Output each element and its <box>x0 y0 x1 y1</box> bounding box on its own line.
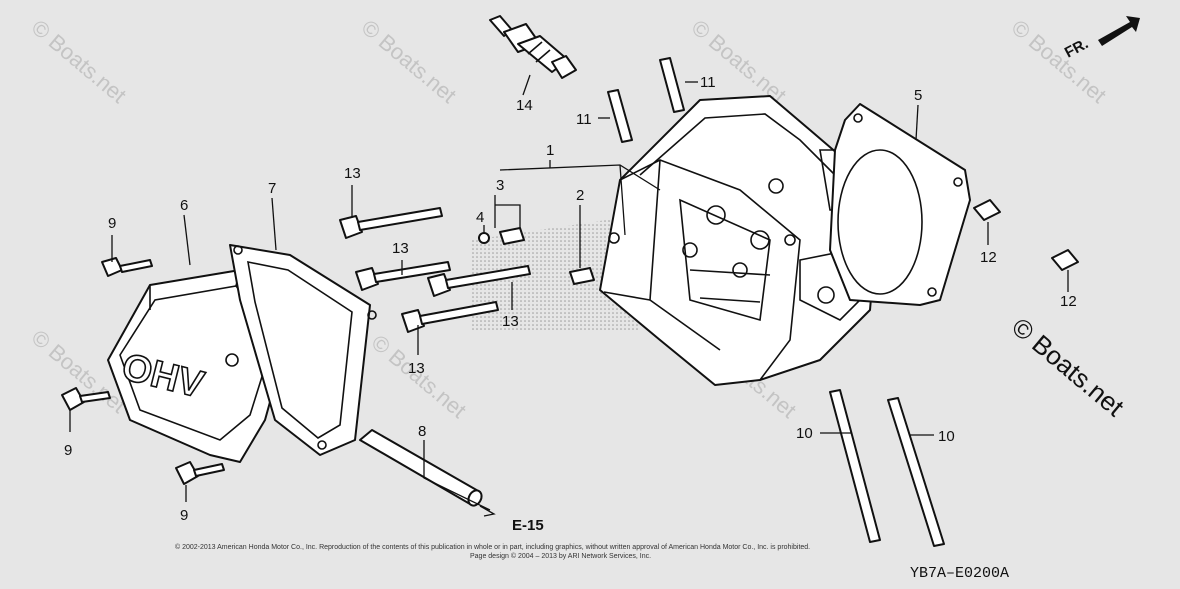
callout-13: 13 <box>502 313 519 330</box>
callout-8: 8 <box>418 423 426 440</box>
spark-plug <box>489 15 577 79</box>
callout-11: 11 <box>576 111 592 128</box>
callout-11: 11 <box>700 74 716 91</box>
callout-5: 5 <box>914 87 922 104</box>
shaded-area <box>472 215 640 330</box>
seal-ring <box>478 232 490 244</box>
callout-14: 14 <box>516 97 533 114</box>
diagram-code: YB7A–E0200A <box>910 565 1009 582</box>
stud-bolt-right <box>659 57 685 113</box>
copyright-line: © 2002-2013 American Honda Motor Co., In… <box>175 543 810 551</box>
page-reference-link[interactable]: E-15 <box>512 517 544 534</box>
callout-1: 1 <box>546 142 554 159</box>
page-design-credit: Page design © 2004 – 2013 by ARI Network… <box>470 552 651 560</box>
callout-13: 13 <box>392 240 409 257</box>
head-stud-left <box>829 389 881 543</box>
cover-bolt-upper <box>101 257 153 277</box>
callout-9: 9 <box>64 442 72 459</box>
big-watermark: © Boats.net <box>1006 312 1130 423</box>
callout-2: 2 <box>576 187 584 204</box>
callout-10: 10 <box>938 428 955 445</box>
watermark: © Boats.net <box>27 15 131 108</box>
callout-13: 13 <box>344 165 361 182</box>
watermark: © Boats.net <box>357 15 461 108</box>
head-bolt-2 <box>355 261 451 291</box>
callout-7: 7 <box>268 180 276 197</box>
dowel-pin-right <box>973 199 1001 221</box>
head-bolt-3 <box>427 265 531 297</box>
front-direction-arrow: FR. <box>1062 16 1140 62</box>
stud-bolt-left <box>607 89 633 143</box>
breather-tube <box>359 429 483 507</box>
callout-3: 3 <box>496 177 504 194</box>
head-bolt-1 <box>339 207 443 239</box>
watermark: © Boats.net <box>1007 15 1111 108</box>
cover-bolt-lower <box>175 461 225 485</box>
dowel-pin <box>569 267 595 285</box>
callout-12: 12 <box>1060 293 1077 310</box>
head-cover-gasket <box>229 244 377 456</box>
valve-guide <box>499 227 525 245</box>
watermark: © Boats.net <box>687 15 791 108</box>
dowel-pin-far-right <box>1051 249 1079 271</box>
callout-12: 12 <box>980 249 997 266</box>
callout-4: 4 <box>476 209 484 226</box>
callout-13: 13 <box>408 360 425 377</box>
cylinder-head-gasket <box>829 103 971 306</box>
leader-lines <box>69 74 1069 517</box>
callout-6: 6 <box>180 197 188 214</box>
cylinder-head-assembly <box>599 95 901 386</box>
callout-10: 10 <box>796 425 813 442</box>
callout-numbers: 14 1 3 4 2 13 13 13 13 6 7 9 9 9 8 11 11… <box>64 74 1077 524</box>
callout-9: 9 <box>108 215 116 232</box>
callout-9: 9 <box>180 507 188 524</box>
cover-bolt-left <box>61 387 111 411</box>
head-stud-right <box>887 397 945 547</box>
